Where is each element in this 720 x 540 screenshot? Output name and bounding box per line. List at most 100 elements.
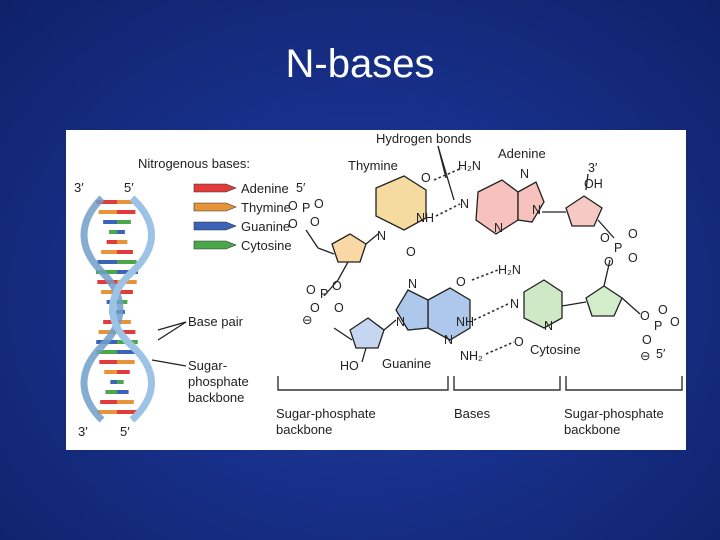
sugar-cytosine (585, 285, 623, 317)
helix-bottom-left-end: 3′ (78, 424, 88, 439)
guanine-nh: NH (456, 315, 474, 329)
hydrogen-bonds-label: Hydrogen bonds (376, 131, 472, 146)
phosphate-o: O (314, 197, 324, 211)
legend-label-adenine: Adenine (241, 181, 289, 196)
cytosine-h2n: H₂N (498, 263, 521, 277)
end-3prime-top-right: 3′ (588, 161, 598, 175)
helix-top-right-end: 5′ (124, 180, 134, 195)
brackets (277, 376, 683, 391)
bracket-right (565, 376, 683, 391)
end-ho-bottom-left: HO (340, 359, 359, 373)
base-pair-leader (157, 321, 187, 331)
sugar-thymine (331, 233, 367, 263)
phosphate-o: O (306, 283, 316, 297)
helix-top-left-end: 3′ (74, 180, 84, 195)
phosphate-top-left: 5′ P O O O O (288, 181, 324, 231)
legend-swatch-guanine (193, 221, 237, 231)
phosphate-o: O (332, 279, 342, 293)
backbone-leader (151, 359, 187, 367)
legend-swatch-thymine (193, 202, 237, 212)
adenine-ring-5 (517, 181, 545, 223)
end-5prime-top-left: 5′ (296, 181, 306, 195)
thymine-label: Thymine (348, 158, 398, 173)
phosphate-bottom-right: P O O O O 5′ ⊖ (640, 303, 680, 363)
hydrogen-bonds-leader-2 (437, 145, 455, 201)
bracket-left-label-1: Sugar-phosphate (276, 406, 376, 421)
phosphate-o: O (628, 251, 638, 265)
phosphate-o: O (334, 301, 344, 315)
legend-swatch-cytosine (193, 240, 237, 250)
sugar-adenine (565, 195, 603, 227)
phosphate-o: O (640, 309, 650, 323)
guanine-n-bottom: N (444, 333, 453, 347)
phosphate-p: P (302, 201, 310, 215)
adenine-label: Adenine (498, 146, 546, 161)
adenine-n-bottom: N (494, 221, 503, 235)
helix-strand-front (109, 195, 155, 423)
legend-label-cytosine: Cytosine (241, 238, 292, 253)
phosphate-o: O (604, 255, 614, 269)
legend-swatch-adenine (193, 183, 237, 193)
legend-label-guanine: Guanine (241, 219, 290, 234)
base-pair-label: Base pair (188, 314, 244, 329)
legend-heading: Nitrogenous bases: (138, 156, 250, 171)
bracket-right-label-2: backbone (564, 422, 620, 437)
bracket-left (277, 376, 449, 391)
cytosine-label: Cytosine (530, 342, 581, 357)
phosphate-p: P (320, 287, 328, 301)
helix-bottom-right-end: 5′ (120, 424, 130, 439)
adenine-n-right: N (532, 203, 541, 217)
bracket-left-label-2: backbone (276, 422, 332, 437)
dna-diagram: 3′ 5′ 3′ 5′ Nitrogenous bases: AdenineTh… (74, 131, 683, 439)
phosphate-o: O (288, 217, 298, 231)
phosphate-middle-left: P O O O O ⊖ (302, 279, 344, 327)
guanine-label: Guanine (382, 356, 431, 371)
phosphate-o: O (670, 315, 680, 329)
negative-charge: ⊖ (302, 313, 312, 327)
phosphate-top-right: 3′ OH P O O O O (584, 161, 638, 269)
bracket-middle (453, 376, 561, 391)
end-oh: OH (584, 177, 603, 191)
phosphate-o: O (600, 231, 610, 245)
phosphate-p: P (654, 319, 662, 333)
backbone-label-3: backbone (188, 390, 244, 405)
legend-label-thymine: Thymine (241, 200, 291, 215)
guanine-n-top: N (408, 277, 417, 291)
backbone-label-2: phosphate (188, 374, 249, 389)
cytosine-o: O (514, 335, 524, 349)
guanine-nh2: NH₂ (460, 349, 483, 363)
helix-strand-back (80, 195, 124, 423)
guanine-ring-5 (395, 289, 429, 331)
thymine-o-top: O (421, 171, 431, 185)
cytosine-n-bottom: N (544, 319, 553, 333)
bracket-middle-label: Bases (454, 406, 491, 421)
phosphate-o: O (628, 227, 638, 241)
guanine-o: O (456, 275, 466, 289)
adenine-n-top: N (520, 167, 529, 181)
phosphate-o: O (288, 199, 298, 213)
backbone-bonds (305, 173, 641, 363)
cytosine-n: N (510, 297, 519, 311)
legend: Nitrogenous bases: AdenineThymineGuanine… (138, 156, 292, 253)
end-5prime-bottom-right: 5′ (656, 347, 666, 361)
bracket-right-label-1: Sugar-phosphate (564, 406, 664, 421)
hydrogen-bond-lines (433, 167, 515, 355)
thymine-ring (375, 175, 427, 231)
base-pair-leader-2 (157, 321, 187, 341)
phosphate-o: O (658, 303, 668, 317)
phosphate-p: P (614, 241, 622, 255)
adenine-h2n: H₂N (458, 159, 481, 173)
thymine-o-bottom: O (406, 245, 416, 259)
guanine-n-left: N (396, 315, 405, 329)
phosphate-o: O (642, 333, 652, 347)
sugar-guanine (349, 317, 385, 349)
thymine-nh: NH (416, 211, 434, 225)
negative-charge: ⊖ (640, 349, 650, 363)
backbone-label-1: Sugar- (188, 358, 227, 373)
adenine-n-left: N (460, 197, 469, 211)
cytosine-ring (523, 279, 563, 329)
double-helix: 3′ 5′ 3′ 5′ (74, 180, 155, 439)
thymine-n: N (377, 229, 386, 243)
